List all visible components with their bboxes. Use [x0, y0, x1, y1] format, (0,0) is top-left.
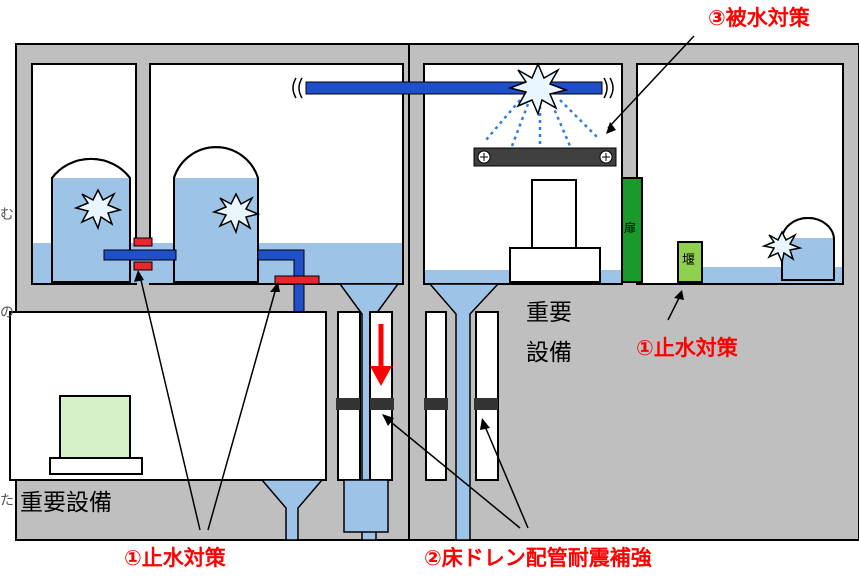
- shaft-right-left: [425, 311, 447, 481]
- seal-right: [274, 275, 320, 285]
- flow-arrow-icon: [370, 324, 392, 386]
- leak-burst-icon: [761, 230, 803, 265]
- label-important-equipment-upper: 重要: [526, 300, 572, 326]
- splash-cover: [473, 147, 617, 167]
- label-important-equipment-lower: 設備: [526, 340, 572, 366]
- label-stop-water-bottom: ①止水対策: [124, 546, 226, 570]
- equipment-lower: [59, 395, 131, 459]
- drain-pipe-lower: [343, 479, 389, 533]
- spray-lines: [485, 99, 599, 148]
- arrowhead: [480, 418, 490, 430]
- callout-lines: [139, 35, 695, 531]
- arrowhead: [134, 270, 144, 282]
- label-waterproofing: ③被水対策: [708, 6, 810, 30]
- label-stop-water-right: ①止水対策: [636, 336, 738, 360]
- label-weir: 堰: [682, 253, 696, 268]
- equipment-upper: [531, 179, 577, 249]
- leak-burst-icon: [73, 188, 123, 231]
- shaft-right-right: [475, 311, 499, 481]
- arrowhead: [270, 282, 280, 292]
- edge-glyph-c: た: [0, 493, 14, 509]
- screw-icon: [599, 150, 613, 164]
- break-mark-icon: [603, 77, 614, 99]
- equipment-upper-base: [509, 247, 601, 283]
- weir: [677, 241, 703, 283]
- coupling: [336, 398, 360, 410]
- tank-left-outline: [51, 157, 131, 283]
- label-important-equipment-left: 重要設備: [20, 490, 112, 516]
- tank-left-water: [53, 178, 129, 281]
- leak-burst-icon: [211, 192, 261, 235]
- tank-center-water: [175, 178, 257, 281]
- arrowhead: [606, 122, 616, 134]
- shaft-center-left: [337, 311, 361, 481]
- edge-glyph-b: の: [0, 305, 14, 321]
- arrowhead: [382, 414, 394, 426]
- arrowhead: [674, 290, 684, 300]
- coupling: [424, 398, 448, 410]
- label-door: 扉: [624, 221, 637, 235]
- drain-funnel-right: [428, 283, 500, 541]
- coupling: [370, 398, 394, 410]
- seal-left-lower: [133, 261, 153, 271]
- door: [621, 177, 643, 283]
- equipment-lower-base: [49, 457, 143, 475]
- tank-right-outline: [781, 217, 835, 281]
- screw-icon: [477, 150, 491, 164]
- pipe-tank-link: [103, 249, 177, 261]
- break-mark-icon: [292, 77, 303, 99]
- label-drain-seismic: ②床ドレン配管耐震補強: [424, 546, 652, 570]
- seal-left: [133, 237, 153, 247]
- drain-funnel-bottom: [260, 479, 324, 541]
- coupling: [474, 398, 498, 410]
- tank-center-outline: [173, 146, 259, 283]
- edge-glyph-a: む: [0, 207, 14, 223]
- leak-burst-icon: [507, 62, 569, 117]
- tank-right-top: [783, 218, 833, 238]
